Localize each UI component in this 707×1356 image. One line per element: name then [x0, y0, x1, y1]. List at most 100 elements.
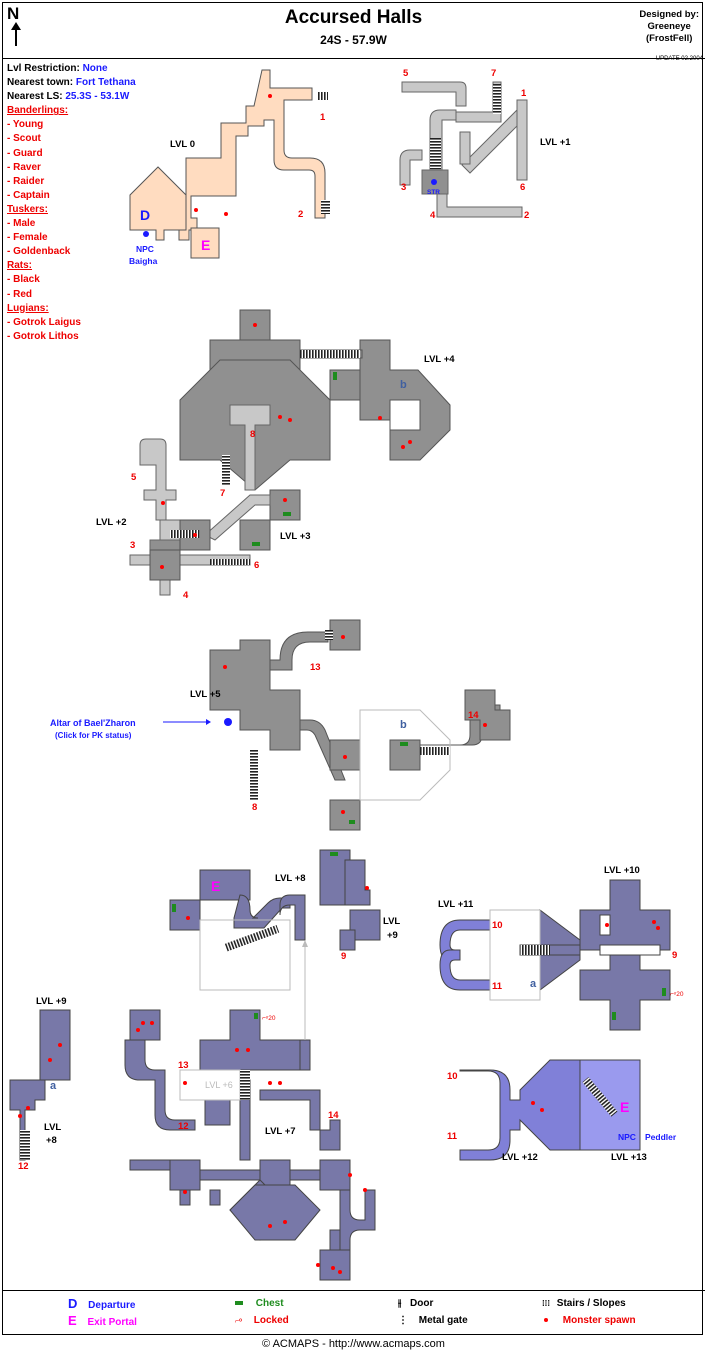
svg-text:13: 13	[178, 1060, 189, 1071]
svg-text:LVL +4: LVL +4	[424, 354, 455, 365]
svg-text:NPC: NPC	[618, 1132, 636, 1142]
monster-item: - Scout	[7, 133, 41, 145]
svg-text:9: 9	[672, 950, 677, 961]
north-arrow-icon	[11, 22, 21, 46]
departure-marker[interactable]: D	[140, 207, 150, 223]
monster-item: - Guard	[7, 147, 43, 159]
monster-item: - Red	[7, 288, 32, 300]
altar-label[interactable]: Altar of Bael'Zharon	[50, 718, 136, 728]
svg-text:8: 8	[252, 802, 257, 813]
exit-number: 1	[320, 112, 326, 123]
spawn-icon	[268, 94, 272, 98]
svg-text:11: 11	[492, 981, 503, 992]
north-arrow: N	[7, 4, 21, 46]
chest-icon	[400, 742, 408, 746]
map-coordinates: 24S - 57.9W	[320, 33, 387, 47]
npc-label: NPC	[136, 244, 154, 254]
stairs-icon	[300, 350, 360, 358]
monster-item: - Gotrok Lithos	[7, 330, 79, 342]
spawn-icon	[224, 212, 228, 216]
stairs-icon	[210, 559, 250, 565]
locked-icon: ⌐ᵒ	[235, 1318, 242, 1325]
svg-text:12: 12	[18, 1161, 29, 1172]
legend-door: ⫲ Door	[398, 1298, 434, 1309]
svg-text:4: 4	[430, 210, 436, 221]
chest-icon	[235, 1301, 243, 1306]
chest-icon	[333, 372, 337, 380]
svg-text:LVL +9: LVL +9	[36, 996, 67, 1007]
svg-text:+9: +9	[387, 930, 398, 941]
stairs-icon	[240, 1070, 250, 1100]
svg-text:7: 7	[491, 68, 496, 79]
svg-text:⌐ᵒ20: ⌐ᵒ20	[670, 991, 684, 998]
altar-icon[interactable]	[224, 718, 232, 726]
monster-item: - Young	[7, 119, 44, 131]
chest-icon	[283, 512, 291, 516]
legend-exit: E Exit Portal	[68, 1313, 137, 1328]
info-panel: Lvl Restriction: None Nearest town: Fort…	[7, 62, 136, 344]
stairs-icon	[224, 925, 280, 952]
svg-text:10: 10	[492, 920, 503, 931]
svg-text:13: 13	[310, 662, 321, 673]
svg-text:b: b	[400, 379, 407, 391]
monster-group-heading: Lugians:	[7, 302, 49, 314]
map-frame	[2, 2, 703, 1335]
monster-group-heading: Tuskers:	[7, 203, 48, 215]
svg-text:LVL: LVL	[44, 1122, 61, 1133]
npc-name: Baigha	[129, 256, 158, 266]
level-6-9	[9, 849, 381, 1281]
level-0	[129, 69, 326, 259]
stairs-icon	[325, 630, 333, 640]
svg-text:LVL +8: LVL +8	[275, 873, 306, 884]
svg-text:E[interactable]: E	[211, 878, 220, 894]
stairs-icon	[170, 530, 200, 538]
stairs-icon	[493, 84, 501, 114]
door-icon: ⫲	[398, 1298, 402, 1309]
update-date: UPDATE 02.2004	[655, 56, 703, 62]
altar-pk-link[interactable]: (Click for PK status)	[55, 731, 132, 740]
footer-credit[interactable]: © ACMAPS - http://www.acmaps.com	[262, 1338, 445, 1350]
stairs-icon	[582, 1076, 618, 1117]
svg-text:14: 14	[468, 710, 479, 721]
svg-text:4: 4	[183, 590, 189, 601]
svg-text:LVL +3: LVL +3	[280, 531, 311, 542]
svg-text:LVL +7: LVL +7	[265, 1126, 296, 1137]
spawn-icon	[194, 208, 198, 212]
stairs-icon	[20, 1130, 30, 1160]
svg-text:8: 8	[250, 429, 255, 440]
exit-portal-marker[interactable]: E	[201, 237, 210, 253]
monster-item: - Female	[7, 232, 48, 244]
svg-text:a: a	[530, 978, 537, 990]
svg-text:LVL +6: LVL +6	[205, 1080, 233, 1090]
monster-group-heading: Banderlings:	[7, 105, 69, 117]
svg-text:Peddler: Peddler	[645, 1132, 677, 1142]
svg-text:E[interactable]: E	[620, 1099, 629, 1115]
level-label-0: LVL 0	[170, 139, 195, 150]
stairs-icon	[420, 747, 450, 755]
svg-text:3: 3	[401, 182, 406, 193]
monster-item: - Gotrok Laigus	[7, 316, 81, 328]
svg-text:LVL +11: LVL +11	[438, 899, 474, 910]
svg-text:LVL: LVL	[383, 916, 400, 927]
stairs-icon	[250, 750, 258, 800]
npc-icon	[143, 231, 149, 237]
svg-text:6: 6	[520, 182, 525, 193]
stairs-icon	[520, 945, 550, 955]
svg-text:11: 11	[447, 1131, 458, 1142]
npc-icon	[431, 179, 437, 185]
legend-departure: D Departure	[68, 1296, 136, 1311]
svg-text:LVL +13: LVL +13	[611, 1152, 647, 1163]
monster-item: - Black	[7, 274, 40, 286]
monster-group-heading: Rats:	[7, 260, 33, 272]
svg-text:5: 5	[131, 472, 137, 483]
level-label-1: LVL +1	[540, 137, 571, 148]
legend-spawn: Monster spawn	[544, 1315, 636, 1326]
stairs-icon	[318, 92, 328, 100]
monster-item: - Raider	[7, 175, 45, 187]
svg-text:10: 10	[447, 1071, 458, 1082]
svg-text:LVL +12: LVL +12	[502, 1152, 538, 1163]
stairs-icon	[430, 138, 441, 170]
svg-text:7: 7	[220, 488, 225, 499]
svg-text:b: b	[400, 719, 407, 731]
dungeon-map: LVL 0 D E NPC Baigha 1 2 STR LVL +1 5 7 …	[9, 68, 684, 1281]
